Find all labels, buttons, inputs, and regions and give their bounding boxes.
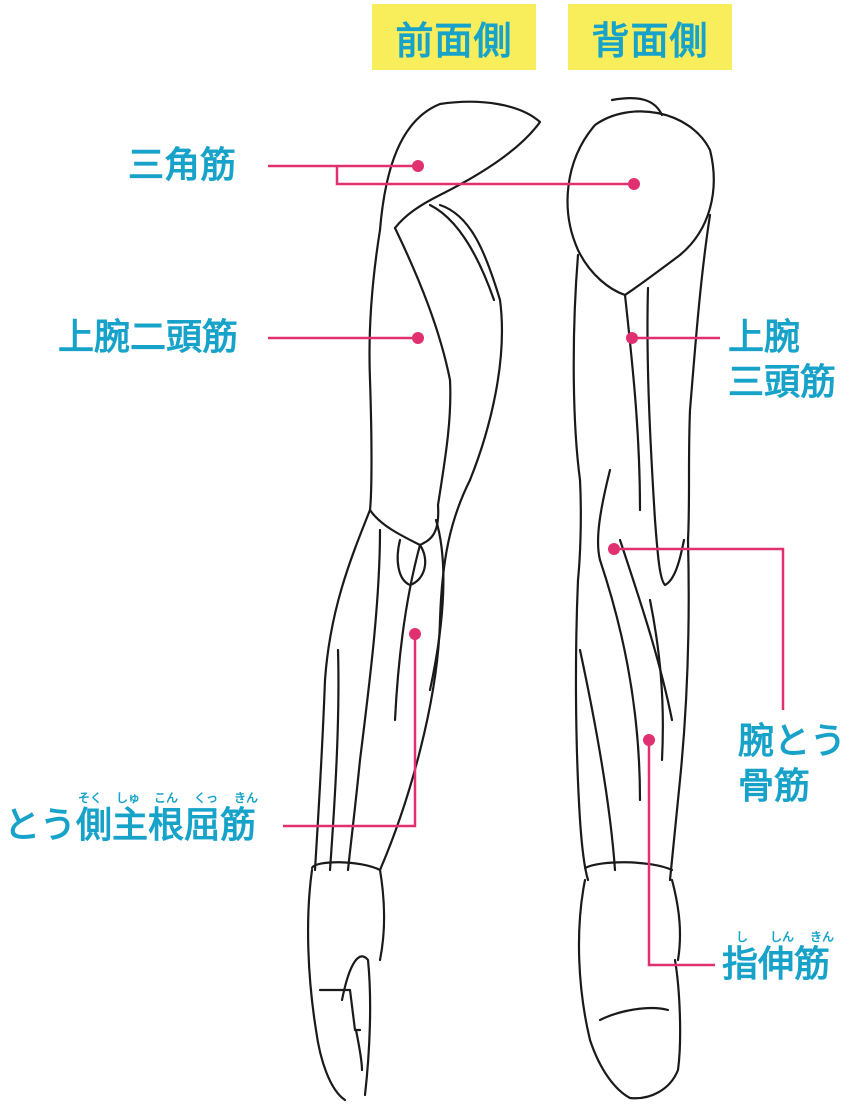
fcr-dot: [409, 628, 421, 640]
biceps-label: 上腕二頭筋: [58, 317, 239, 358]
triceps-label-line1: 上腕: [728, 317, 801, 358]
brachioradialis-label-line1: 腕とう: [738, 721, 847, 762]
triceps-label-line2: 三頭筋: [728, 362, 837, 403]
extensor-leader: [647, 740, 715, 967]
brachioradialis-leader: [614, 547, 785, 710]
brachioradialis-label-line2: 骨筋: [738, 766, 811, 807]
furigana-shi: し: [736, 930, 749, 944]
deltoid-label: 三角筋: [128, 145, 237, 186]
deltoid-back-dot: [628, 178, 640, 190]
furigana-soku: そく: [78, 791, 103, 805]
triceps-dot: [626, 332, 638, 344]
furigana-ku: くっ: [194, 791, 219, 805]
leader-lines: [268, 164, 785, 967]
back-view-header: 背面側: [568, 4, 732, 70]
furigana-kin-2: きん: [810, 930, 835, 944]
deltoid-back-leader: [335, 166, 634, 186]
furigana-shu: しゅ: [116, 791, 141, 805]
furigana-shin: しん: [770, 930, 795, 944]
biceps-dot: [412, 332, 424, 344]
flexor-carpi-radialis-label: とう側主根屈筋: [4, 805, 257, 846]
fcr-leader: [283, 634, 417, 828]
front-view-header: 前面側: [372, 4, 536, 70]
extensor-dot: [643, 734, 655, 746]
deltoid-front-dot: [412, 160, 424, 172]
furigana-kon: こん: [154, 791, 179, 805]
brachioradialis-dot: [608, 543, 620, 555]
muscle-markers: [409, 160, 655, 746]
front-arm-outline: [306, 100, 542, 1102]
back-arm-outline: [566, 97, 715, 1100]
furigana-kin: きん: [234, 791, 259, 805]
extensor-digitorum-label: 指伸筋: [722, 944, 831, 985]
